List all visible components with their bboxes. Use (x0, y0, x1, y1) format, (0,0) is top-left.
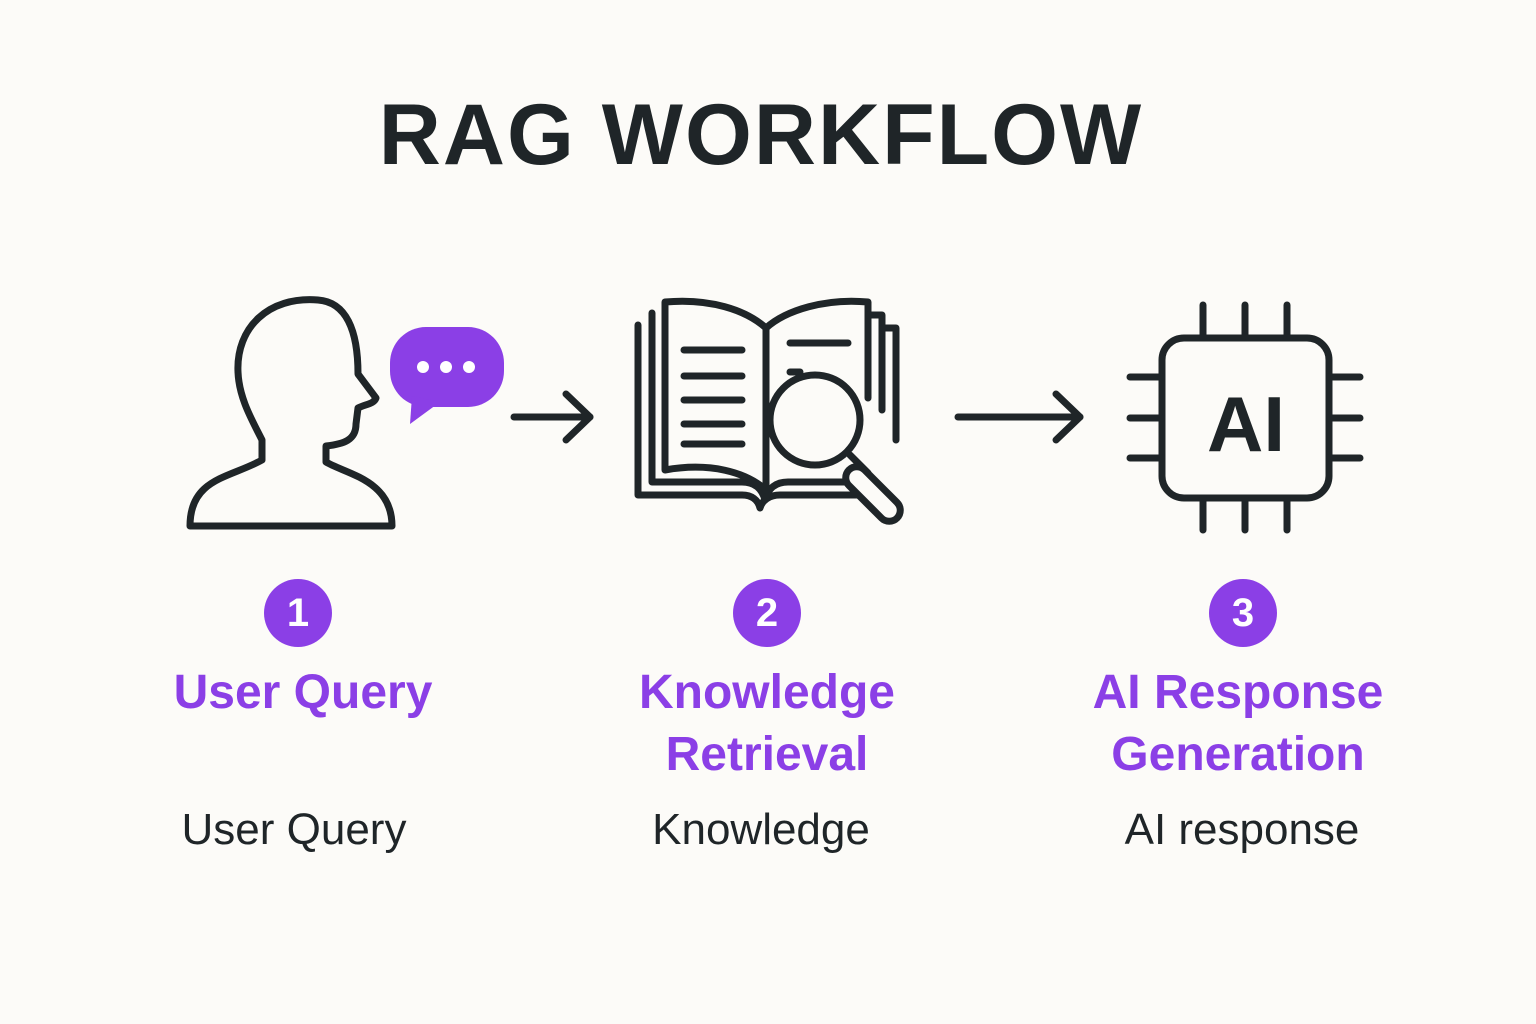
arrow-right-icon (954, 390, 1084, 444)
diagram-title: RAG WORKFLOW (378, 87, 1144, 183)
step-title: AI Response Generation (1092, 666, 1384, 781)
step-title: Knowledge Retrieval (638, 666, 895, 781)
step-number-badge: 1 (264, 579, 332, 647)
step-caption: Knowledge (652, 805, 870, 854)
step-caption: User Query (181, 805, 407, 854)
open-book-icon (634, 297, 900, 512)
chip-label: AI (1207, 380, 1285, 468)
speech-bubble-icon (390, 327, 504, 424)
step-number-badge: 3 (1209, 579, 1277, 647)
ai-chip-icon (1126, 301, 1364, 534)
step-caption: AI response (1124, 805, 1360, 854)
arrow-right-icon (510, 390, 594, 444)
magnifying-glass-icon (766, 371, 904, 525)
person-head-icon (186, 296, 396, 530)
step-number-badge: 2 (733, 579, 801, 647)
step-title: User Query (173, 666, 433, 719)
